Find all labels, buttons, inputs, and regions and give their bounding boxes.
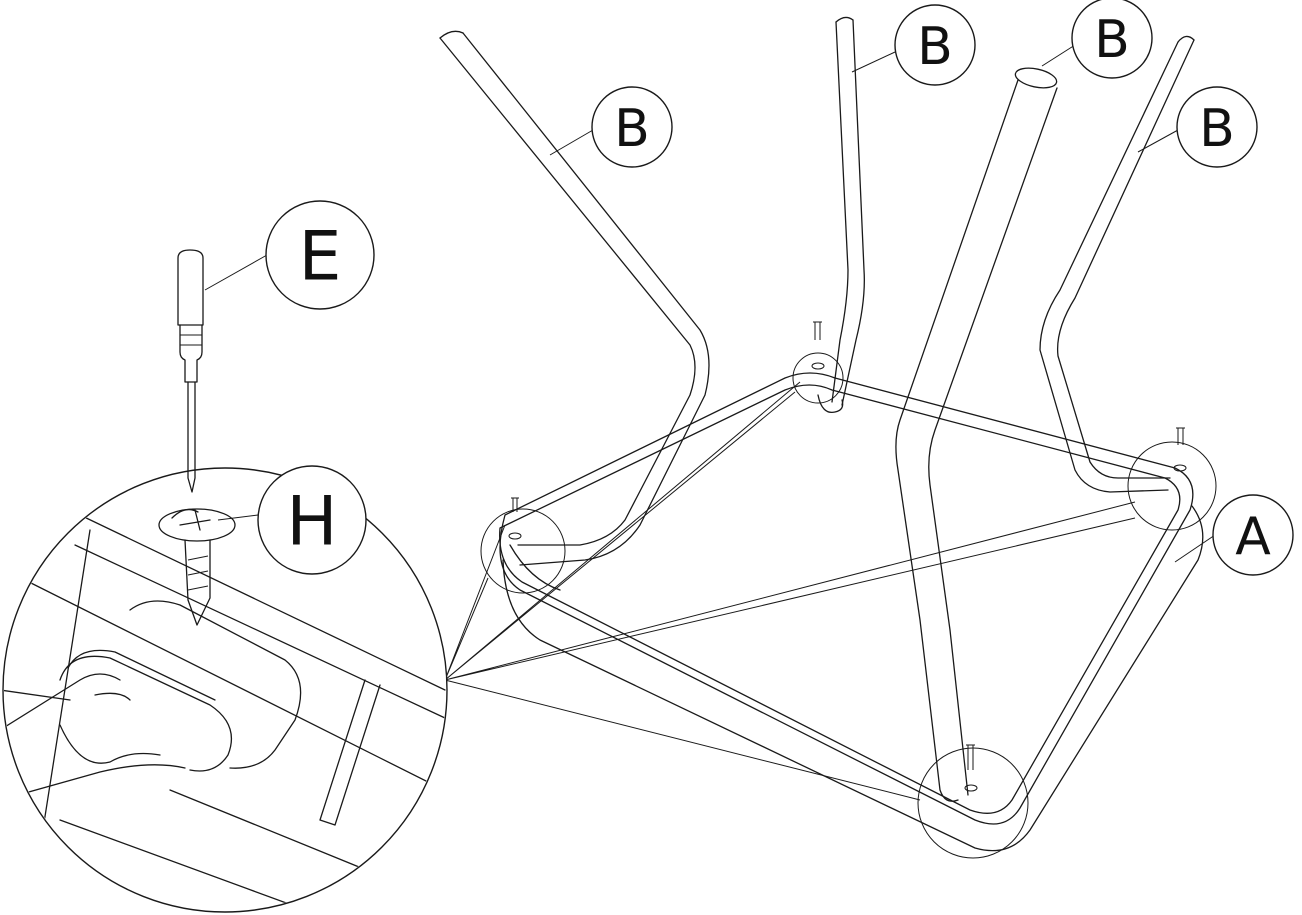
callout-leg-4: B — [1176, 86, 1258, 168]
joint-circles — [480, 352, 1217, 859]
detail-leader-lines — [444, 381, 1136, 801]
leg-4 — [1039, 35, 1195, 493]
leg-3 — [895, 67, 1058, 802]
callout-frame: A — [1212, 494, 1294, 576]
callout-leg-3-label: B — [1094, 10, 1130, 70]
leg-1 — [439, 30, 710, 566]
callout-screw: H — [257, 465, 367, 575]
screwdriver-e — [177, 249, 204, 493]
callout-screwdriver-label: E — [299, 218, 342, 297]
frame-a — [499, 372, 1204, 852]
joint-screws — [508, 321, 1187, 792]
callout-leader-lines — [204, 44, 1216, 563]
callout-leg-1-label: B — [614, 99, 650, 159]
callout-leg-3: B — [1071, 0, 1153, 79]
detail-view — [2, 467, 448, 913]
callout-screwdriver: E — [265, 200, 375, 310]
leg-2 — [817, 16, 865, 414]
callout-leg-4-label: B — [1199, 99, 1235, 159]
callout-leg-2-label: B — [917, 17, 953, 77]
callout-leg-1: B — [591, 86, 673, 168]
callout-frame-label: A — [1235, 507, 1271, 567]
callout-screw-label: H — [286, 483, 337, 562]
callout-leg-2: B — [894, 4, 976, 86]
